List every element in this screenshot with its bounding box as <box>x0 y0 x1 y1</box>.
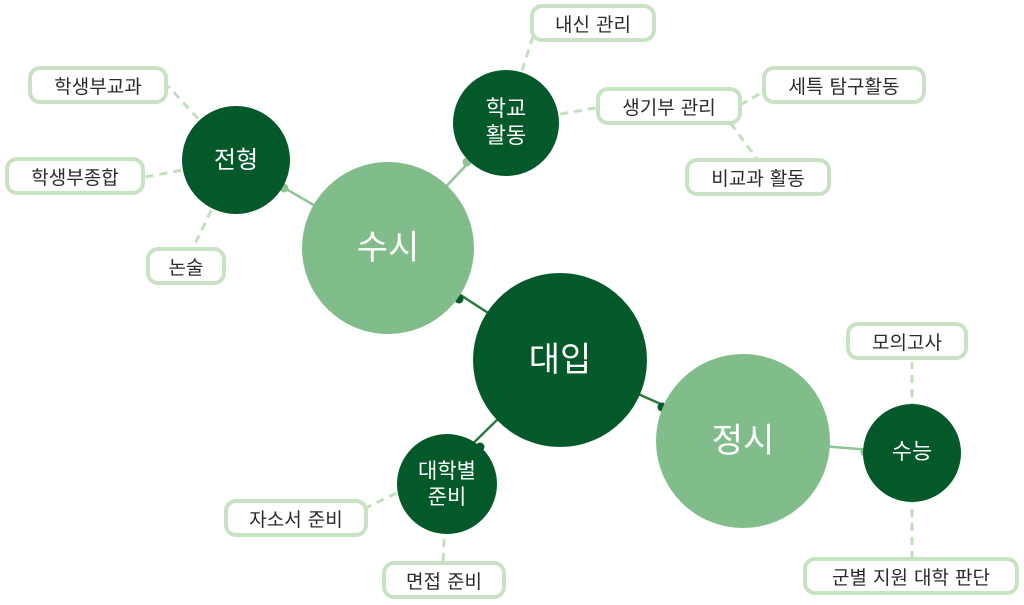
label-mock-exam: 모의고사 <box>846 322 968 360</box>
label-interview: 면접 준비 <box>382 561 506 599</box>
label-special-inquiry: 세특 탐구활동 <box>762 66 926 104</box>
node-center: 대입 <box>473 273 647 447</box>
label-self-intro: 자소서 준비 <box>224 499 368 537</box>
label-essay: 논술 <box>146 247 226 285</box>
label-student-record-subject: 학생부교과 <box>28 66 168 104</box>
label-student-record-comprehensive: 학생부종합 <box>5 157 145 195</box>
node-jeonhyeong: 전형 <box>182 106 290 214</box>
dash-record-extra <box>720 111 760 161</box>
node-suneung: 수능 <box>863 404 961 502</box>
label-grades-mgmt: 내신 관리 <box>530 4 656 42</box>
label-record-mgmt: 생기부 관리 <box>596 87 742 125</box>
label-extracurricular: 비교과 활동 <box>685 158 831 196</box>
node-school-activities: 학교 활동 <box>453 70 559 176</box>
label-group-decision: 군별 지원 대학 판단 <box>803 557 1019 595</box>
node-susi: 수시 <box>302 162 474 334</box>
node-jeongsi: 정시 <box>656 354 830 528</box>
node-university-prep: 대학별 준비 <box>397 434 497 534</box>
